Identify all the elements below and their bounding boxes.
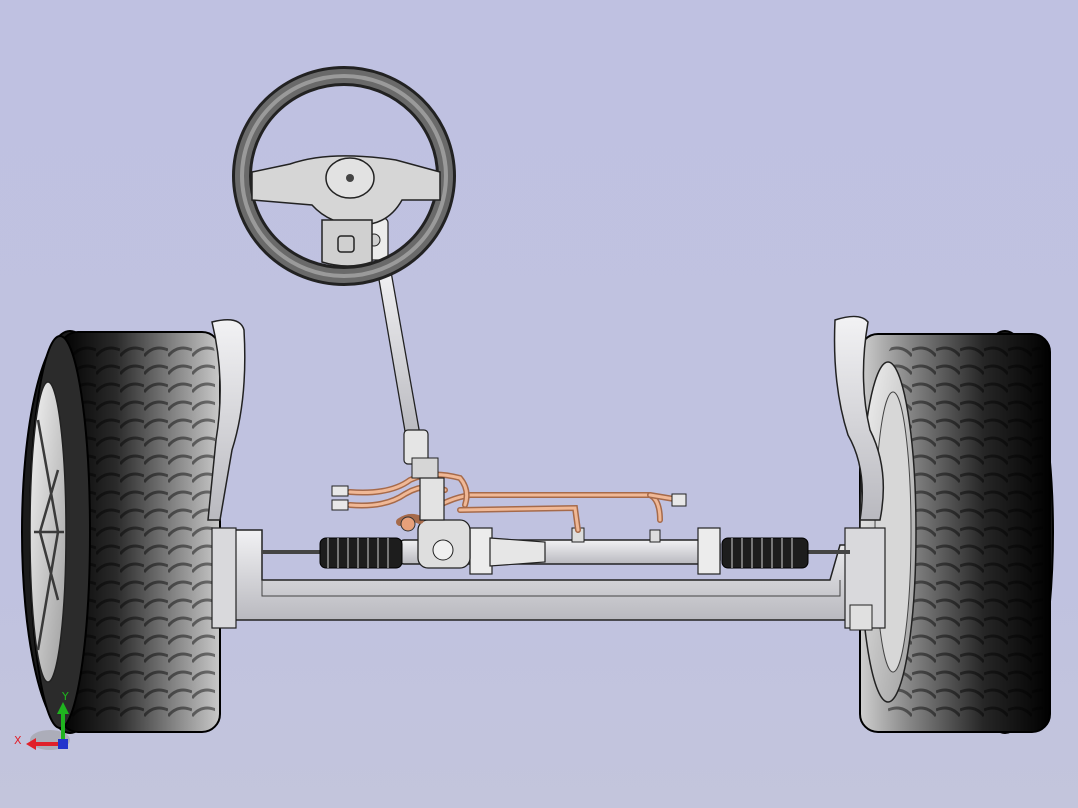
hydraulic-lines [347, 471, 683, 533]
hose-fitting-1 [331, 485, 349, 497]
steering-wheel-lower-spoke [321, 219, 373, 267]
y-axis-label: Y [61, 690, 69, 703]
left-tire-tread-pattern [70, 340, 215, 724]
intermediate-shaft [376, 265, 421, 438]
left-steering-arm [207, 319, 246, 521]
hose-fitting-3 [671, 493, 687, 507]
hose-fitting-2 [331, 499, 349, 511]
right-steering-arm [833, 315, 885, 521]
axis-triad[interactable]: X Y [14, 690, 70, 750]
right-wheel[interactable] [859, 330, 1054, 734]
rack-valve-body [489, 537, 546, 567]
left-rack-boot [319, 537, 403, 569]
left-rim-spokes [34, 419, 64, 651]
rack-clamp-right [697, 527, 721, 575]
z-axis-marker [58, 739, 68, 749]
steering-rack[interactable] [319, 519, 809, 575]
right-tire-tread-pattern [888, 342, 1043, 724]
subframe [211, 527, 886, 631]
x-axis-arrowhead [26, 738, 36, 750]
input-shaft [419, 477, 445, 521]
steering-wheel[interactable] [232, 66, 456, 286]
lower-u-joint-cross [411, 457, 439, 479]
right-rack-boot [721, 537, 809, 569]
pinion-cap [432, 539, 454, 561]
left-wheel[interactable] [21, 330, 221, 734]
x-axis-label: X [14, 734, 22, 747]
y-axis-arrowhead [57, 702, 69, 714]
rack-clamp-left [469, 527, 493, 575]
hose-fitting-4 [400, 516, 416, 532]
